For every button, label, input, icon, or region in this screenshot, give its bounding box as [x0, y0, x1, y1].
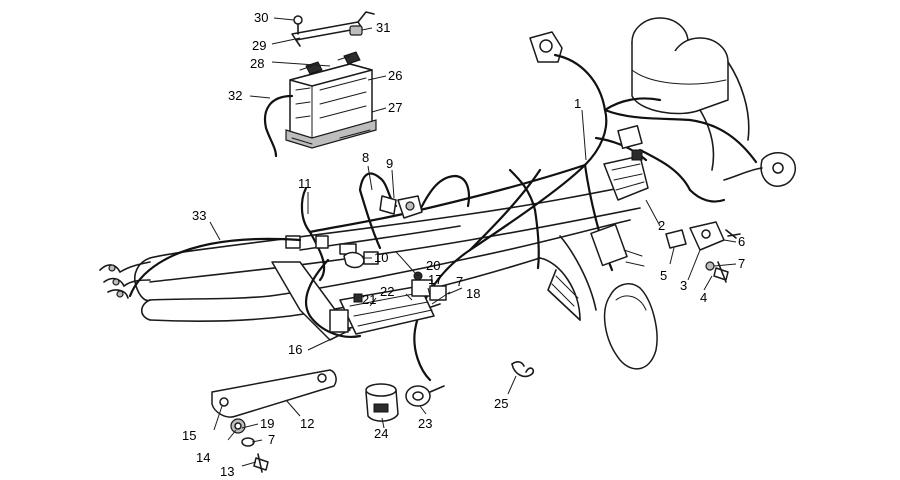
left-handlebar-switch	[529, 31, 563, 63]
callout-24: 24	[374, 426, 388, 441]
bracket-plate	[211, 369, 337, 418]
battery-strap	[291, 11, 375, 47]
callout-7c: 7	[268, 432, 275, 447]
callout-32: 32	[228, 88, 242, 103]
callout-26: 26	[388, 68, 402, 83]
leader-lines	[209, 17, 737, 467]
callout-19: 19	[260, 416, 274, 431]
callout-12: 12	[300, 416, 314, 431]
callout-20: 20	[426, 258, 440, 273]
long-cable	[128, 237, 302, 298]
regulator-bracket	[665, 221, 741, 283]
callout-33: 33	[192, 208, 206, 223]
rear-connectors	[99, 235, 357, 299]
callout-9: 9	[386, 156, 393, 171]
callout-22: 22	[380, 284, 394, 299]
callout-29: 29	[252, 38, 266, 53]
connector-10	[343, 251, 379, 269]
callout-11: 11	[298, 176, 312, 191]
callout-23: 23	[418, 416, 432, 431]
callout-10: 10	[374, 250, 388, 265]
battery-cable	[263, 94, 294, 158]
callout-1: 1	[574, 96, 581, 111]
callout-2: 2	[658, 218, 665, 233]
callout-8: 8	[362, 150, 369, 165]
headlight-shell	[603, 283, 658, 370]
buzzer-23	[405, 385, 445, 407]
relay-cluster	[590, 124, 649, 267]
hardware-13-14-15-19	[230, 418, 269, 473]
callout-4: 4	[700, 290, 707, 305]
callout-7b: 7	[456, 274, 463, 289]
callout-labels: 1 2 3 4 5 6 7 7 7 8 9 10 11 12 13 14 15 …	[182, 10, 745, 479]
callout-21: 21	[362, 292, 376, 307]
callout-7a: 7	[738, 256, 745, 271]
callout-27: 27	[388, 100, 402, 115]
callout-28: 28	[250, 56, 264, 71]
callout-18: 18	[466, 286, 480, 301]
callout-14: 14	[196, 450, 210, 465]
callout-5: 5	[660, 268, 667, 283]
callout-31: 31	[376, 20, 390, 35]
callout-25: 25	[494, 396, 508, 411]
callout-13: 13	[220, 464, 234, 479]
battery	[285, 51, 377, 149]
clip-25	[511, 361, 535, 378]
callout-30: 30	[254, 10, 268, 25]
callout-15: 15	[182, 428, 196, 443]
callout-16: 16	[288, 342, 302, 357]
callout-6: 6	[738, 234, 745, 249]
right-handlebar-switch	[723, 152, 796, 187]
callout-3: 3	[680, 278, 687, 293]
relay-24	[365, 383, 399, 422]
callout-17: 17	[428, 272, 442, 287]
connector-8-9	[379, 195, 423, 219]
instrument-cluster	[631, 17, 750, 171]
